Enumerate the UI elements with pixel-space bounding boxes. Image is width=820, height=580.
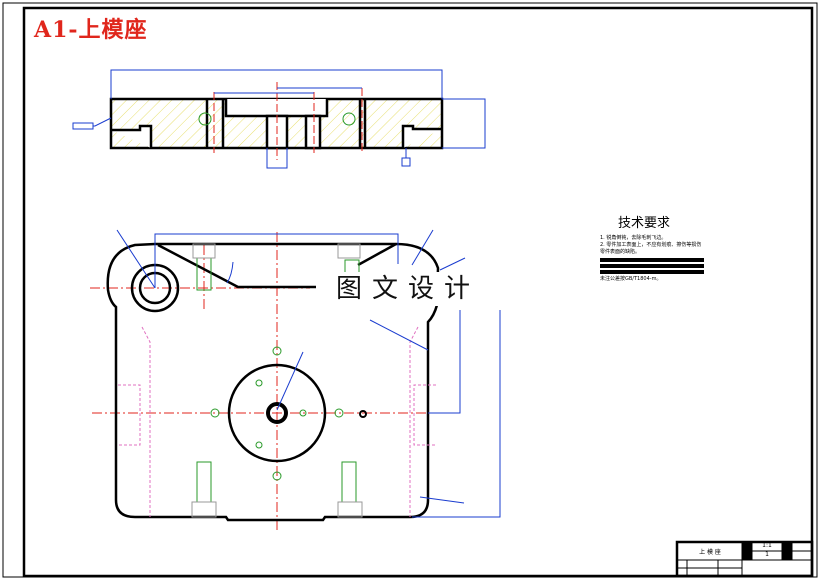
watermark: 图文设计: [318, 272, 496, 306]
technical-requirements: 技术要求 1. 锐角倒钝，去除毛刺飞边。 2. 零件加工表面上，不应有划痕、擦伤…: [600, 216, 704, 283]
section-view: [72, 69, 486, 169]
drawing-title: A1-上模座: [34, 17, 148, 43]
tech-line-3: 未注公差按GB/T1804-m。: [600, 276, 662, 282]
tech-heading: 技术要求: [618, 216, 671, 231]
quantity: 1: [765, 551, 769, 558]
scale: 1:1: [762, 542, 772, 549]
redacted-bar: [600, 264, 704, 268]
title-block: [675, 540, 814, 578]
tech-line-1: 1. 锐角倒钝，去除毛刺飞边。: [600, 235, 667, 241]
inner-border: [22, 6, 814, 578]
tech-line-2: 2. 零件加工表面上，不应有划痕、擦伤等损伤零件表面的缺陷。: [600, 242, 702, 255]
redacted-bar: [600, 258, 704, 262]
part-name: 上 模 座: [699, 549, 721, 556]
redacted-bar: [600, 270, 704, 274]
